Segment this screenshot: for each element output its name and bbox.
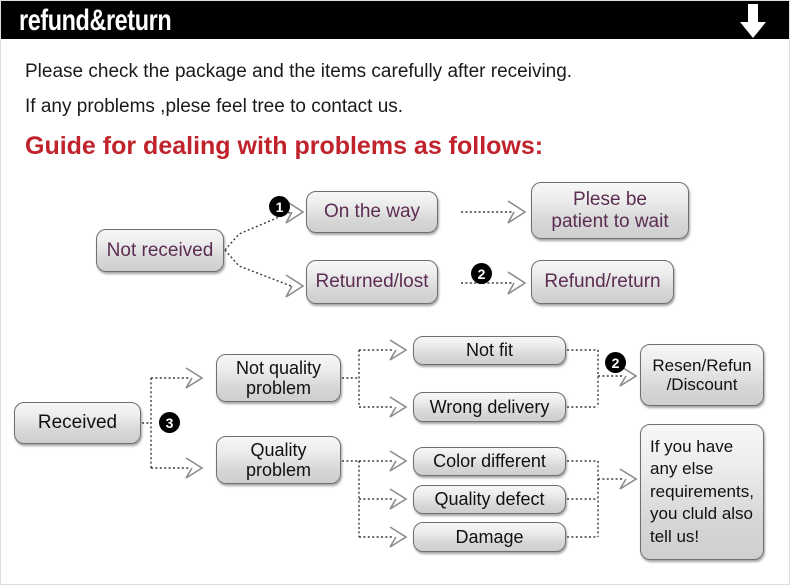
box-refund-return[interactable]: Refund/return	[531, 260, 674, 304]
box-quality-problem-line2: problem	[245, 460, 312, 480]
header-bar: refund&return	[1, 1, 789, 39]
box-not-quality-problem[interactable]: Not quality problem	[216, 354, 341, 402]
note-line-1: If you have	[650, 436, 734, 456]
intro-line-2: If any problems ,plese feel tree to cont…	[25, 96, 404, 117]
note-line-2: any else	[650, 459, 714, 479]
box-not-quality-problem-line1: Not quality	[235, 357, 322, 378]
box-please-be-patient-line1: Plese be	[573, 189, 647, 211]
note-line-5: tell us!	[650, 526, 700, 546]
badge-step-2-flow2: 2	[605, 352, 626, 373]
intro-line-1: Please check the package and the items c…	[25, 61, 573, 82]
box-please-be-patient-line2: patient to wait	[551, 210, 669, 232]
box-issue-damage[interactable]: Damage	[413, 522, 566, 552]
box-resend-refund-discount-line1: Resen/Refun	[652, 355, 752, 375]
box-issue-color-different[interactable]: Color different	[413, 447, 566, 476]
note-line-3: requirements,	[650, 481, 754, 501]
box-on-the-way[interactable]: On the way	[306, 191, 438, 233]
badge-step-3: 3	[159, 412, 180, 433]
box-quality-problem[interactable]: Quality problem	[216, 436, 341, 484]
badge-step-2-flow1: 2	[471, 263, 492, 284]
box-quality-problem-line1: Quality	[250, 439, 307, 460]
badge-step-1: 1	[269, 196, 290, 217]
arrow-down-icon	[740, 4, 766, 38]
box-issue-not-fit[interactable]: Not fit	[413, 336, 566, 365]
box-resend-refund-discount-line2: /Discount	[666, 375, 738, 394]
box-please-be-patient[interactable]: Plese be patient to wait	[531, 182, 689, 239]
box-issue-wrong-delivery[interactable]: Wrong delivery	[413, 392, 566, 422]
note-line-4: you cluld also	[650, 504, 754, 524]
box-not-quality-problem-line2: problem	[245, 378, 312, 398]
page-title: refund&return	[19, 4, 172, 37]
box-note-requirements[interactable]: If you have any else requirements, you c…	[640, 424, 764, 560]
box-returned-lost[interactable]: Returned/lost	[306, 260, 438, 304]
box-not-received[interactable]: Not received	[96, 229, 224, 272]
box-issue-quality-defect[interactable]: Quality defect	[413, 485, 566, 514]
guide-heading: Guide for dealing with problems as follo…	[25, 132, 544, 160]
box-resend-refund-discount[interactable]: Resen/Refun /Discount	[640, 344, 764, 406]
box-received[interactable]: Received	[14, 402, 141, 444]
